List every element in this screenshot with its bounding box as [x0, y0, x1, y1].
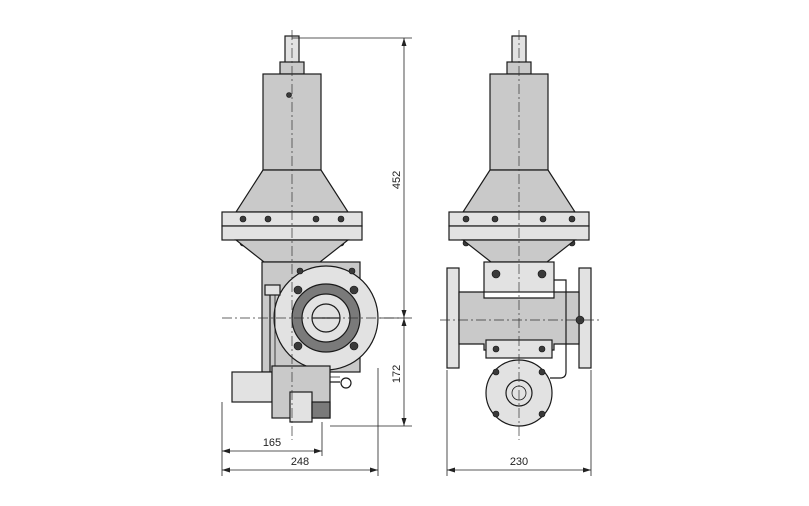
- bolt: [349, 341, 359, 351]
- bolt: [348, 267, 356, 275]
- bolt: [538, 410, 546, 418]
- dimension-width-248: 248: [291, 456, 309, 468]
- bolt: [492, 368, 500, 376]
- vent-hole: [286, 92, 292, 98]
- bolt: [312, 215, 320, 223]
- bolt: [349, 285, 359, 295]
- dimension-lines: 452 172 165 248 230: [221, 37, 592, 476]
- arrowhead: [370, 467, 378, 473]
- arrowhead: [314, 448, 322, 454]
- arrowhead: [583, 467, 591, 473]
- pipe-fitting: [264, 284, 281, 296]
- bolt: [568, 215, 576, 223]
- dimension-width-165: 165: [263, 437, 281, 449]
- flange-bolts: [293, 285, 359, 351]
- arrowhead: [222, 467, 230, 473]
- bolt: [239, 215, 247, 223]
- gauge-fitting: [340, 377, 352, 389]
- arrowhead: [447, 467, 455, 473]
- inlet-flange-side: [446, 267, 460, 369]
- shutoff-cap: [231, 371, 273, 403]
- arrowhead: [401, 310, 407, 318]
- front-view: [221, 30, 400, 440]
- dimension-height-total: 452: [391, 171, 403, 189]
- impulse-pipe: [550, 279, 567, 379]
- bolt: [491, 215, 499, 223]
- bolt: [293, 285, 303, 295]
- bolt: [293, 341, 303, 351]
- bolt: [491, 269, 501, 279]
- dimension-width-230: 230: [510, 456, 528, 468]
- bolt: [538, 368, 546, 376]
- outlet-stub: [311, 401, 331, 419]
- bolt: [537, 269, 547, 279]
- bolt: [538, 345, 546, 353]
- bolt: [492, 410, 500, 418]
- bolt: [264, 215, 272, 223]
- arrowhead: [401, 418, 407, 426]
- side-view: [440, 30, 600, 440]
- bolt: [539, 215, 547, 223]
- arrowhead: [401, 318, 407, 326]
- dimension-height-lower: 172: [391, 365, 403, 383]
- bolt: [296, 267, 304, 275]
- bolt: [492, 345, 500, 353]
- bolt: [337, 215, 345, 223]
- shutoff-flange: [289, 391, 313, 423]
- arrowhead: [222, 448, 230, 454]
- bolt: [462, 215, 470, 223]
- arrowhead: [401, 38, 407, 46]
